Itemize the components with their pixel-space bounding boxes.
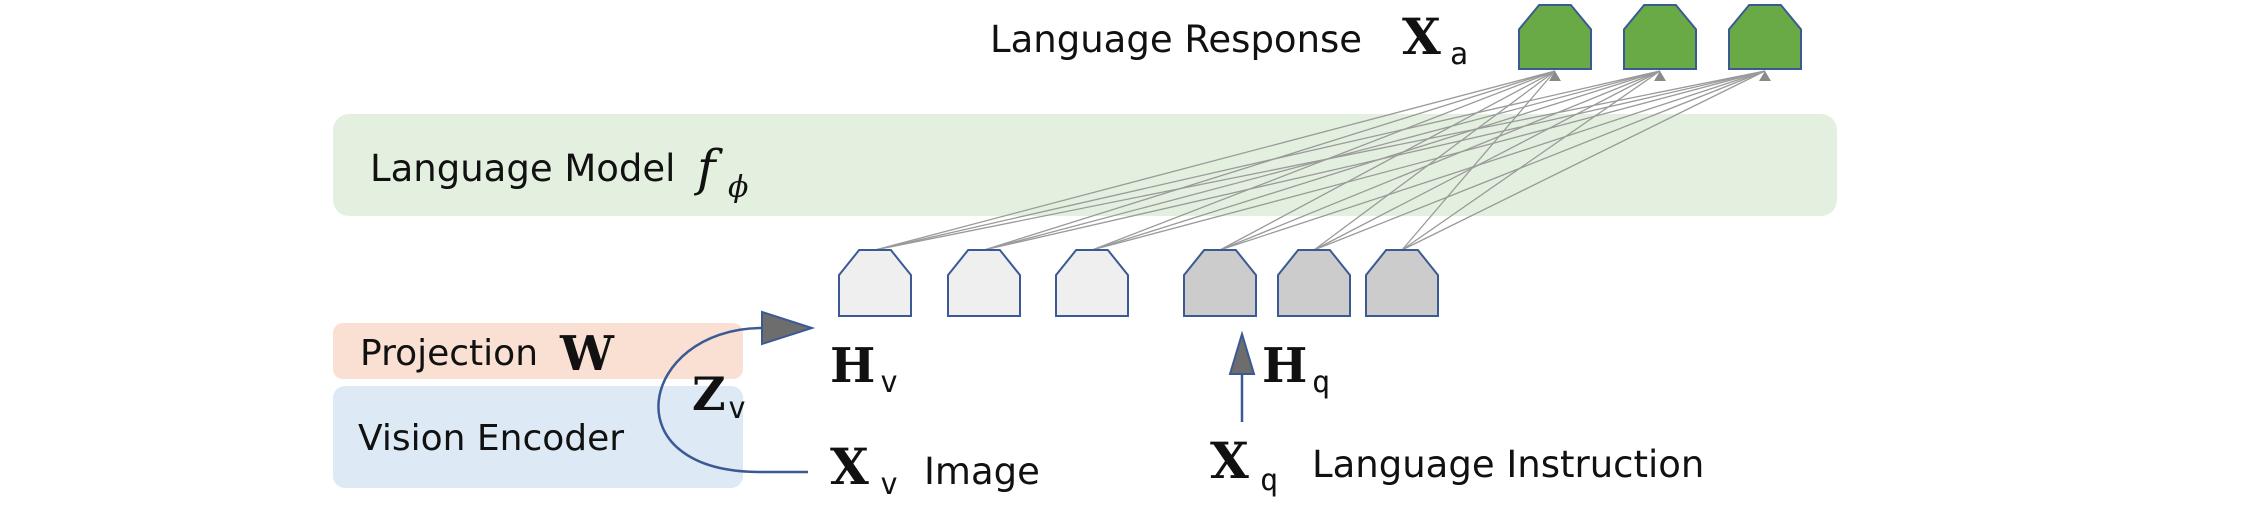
zv-curve-arrow <box>657 326 808 474</box>
vision-token <box>838 249 912 317</box>
instruction-token <box>1277 249 1351 317</box>
connection-arrowhead <box>1654 71 1666 81</box>
connection-line <box>874 70 1556 251</box>
hq-symbol-sub: q <box>1312 365 1330 400</box>
response-token <box>1518 4 1592 70</box>
vision-encoder-band <box>333 386 743 488</box>
connection-line <box>1401 70 1661 251</box>
connection-line <box>1091 70 1556 251</box>
xv-symbol-sub: v <box>880 467 898 502</box>
connection-arrowhead <box>1759 71 1771 81</box>
zv-symbol: Z <box>692 367 726 421</box>
projection-band <box>333 323 743 379</box>
response-token <box>1623 4 1697 70</box>
hv-symbol-sub: v <box>880 365 898 400</box>
instruction-token <box>1183 249 1257 317</box>
instruction-token <box>1365 249 1439 317</box>
language-response-symbol-sub: a <box>1450 37 1468 72</box>
hv-symbol: H <box>830 338 875 394</box>
token-connections <box>874 70 1771 251</box>
connection-line <box>1401 70 1556 251</box>
xq-symbol-sub: q <box>1260 463 1278 498</box>
connection-line <box>1219 70 1556 251</box>
zv-arrowhead <box>761 310 816 346</box>
xv-label: Image <box>924 450 1040 493</box>
response-token <box>1728 4 1802 70</box>
vision-token <box>947 249 1021 317</box>
xq-label: Language Instruction <box>1312 443 1704 486</box>
hq-arrowhead <box>1228 330 1256 375</box>
connection-line <box>1401 70 1766 251</box>
connection-line <box>1219 70 1661 251</box>
connection-line <box>1091 70 1766 251</box>
xq-symbol: X <box>1210 431 1249 490</box>
connection-line <box>1313 70 1556 251</box>
vision-token <box>1055 249 1129 317</box>
language-response-label: Language Response <box>990 18 1362 61</box>
connection-line <box>1313 70 1766 251</box>
language-model-symbol-sub: ϕ <box>728 170 748 205</box>
connection-line <box>1313 70 1661 251</box>
vision-encoder-label: Vision Encoder <box>358 418 624 459</box>
hq-symbol: H <box>1262 338 1307 394</box>
language-model-label: Language Model <box>370 147 675 190</box>
projection-label: Projection <box>360 333 538 374</box>
projection-symbol: W <box>559 326 615 382</box>
connection-line <box>1219 70 1766 251</box>
connection-arrowhead <box>1549 71 1561 81</box>
xv-symbol: X <box>830 437 869 496</box>
language-response-symbol: X <box>1402 7 1441 66</box>
language-model-band <box>333 114 1837 216</box>
connection-line <box>1091 70 1661 251</box>
zv-symbol-sub: v <box>728 391 746 426</box>
connection-line <box>983 70 1556 251</box>
